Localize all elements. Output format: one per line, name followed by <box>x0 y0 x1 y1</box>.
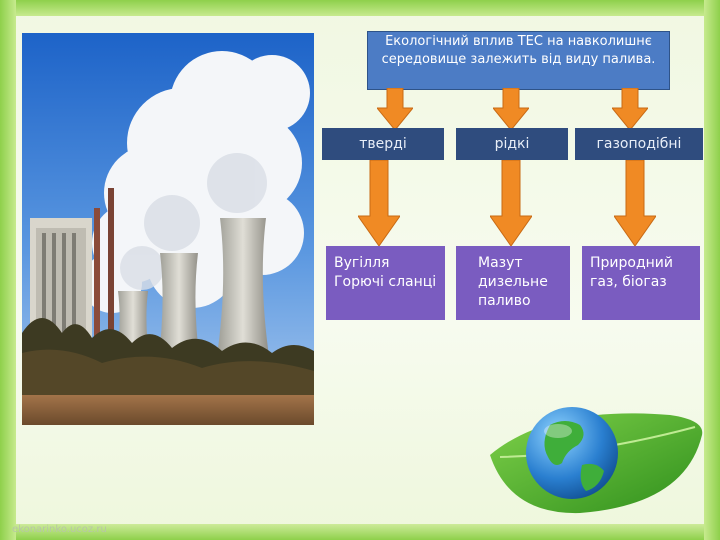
watermark: ekonarinko.ucoz.ru <box>12 524 107 535</box>
chimney <box>94 208 100 338</box>
power-plant-photo <box>22 33 314 425</box>
diagram-title: Екологічний вплив ТЕС на навколишнє сере… <box>381 34 656 67</box>
category-liquid: рідкі <box>456 128 568 160</box>
globe-leaf-icon <box>490 407 703 514</box>
result-solid-fuels: Вугілля Горючі сланці <box>326 246 445 320</box>
arrow-down-icon <box>377 88 413 130</box>
arrow-down-icon <box>358 160 400 246</box>
frame-right <box>704 0 720 540</box>
result-liquid-fuels: Мазут дизельне паливо <box>456 246 570 320</box>
frame-bottom <box>0 524 720 540</box>
result-line: паливо <box>478 293 531 309</box>
result-line: Природний <box>590 255 673 271</box>
chimney <box>108 188 114 338</box>
result-line: Горючі сланці <box>334 274 437 290</box>
category-label: рідкі <box>494 136 530 152</box>
category-gaseous: газоподібні <box>575 128 703 160</box>
frame-top <box>0 0 720 16</box>
cooling-tower <box>216 218 270 363</box>
category-label: газоподібні <box>596 136 682 152</box>
arrow-down-icon <box>493 88 529 130</box>
title-box: Екологічний вплив ТЕС на навколишнє сере… <box>367 31 670 90</box>
result-gaseous-fuels: Природний газ, біогаз <box>582 246 700 320</box>
category-solid: тверді <box>322 128 444 160</box>
category-label: тверді <box>359 136 407 152</box>
field <box>22 395 314 425</box>
arrow-down-icon <box>490 160 532 246</box>
result-line: дизельне <box>478 274 548 290</box>
frame-left <box>0 0 16 540</box>
cooling-tower <box>158 253 200 363</box>
result-line: Вугілля <box>334 255 390 271</box>
result-line: Мазут <box>478 255 523 271</box>
arrow-down-icon <box>614 160 656 246</box>
arrow-down-icon <box>612 88 648 130</box>
result-line: газ, біогаз <box>590 274 667 290</box>
